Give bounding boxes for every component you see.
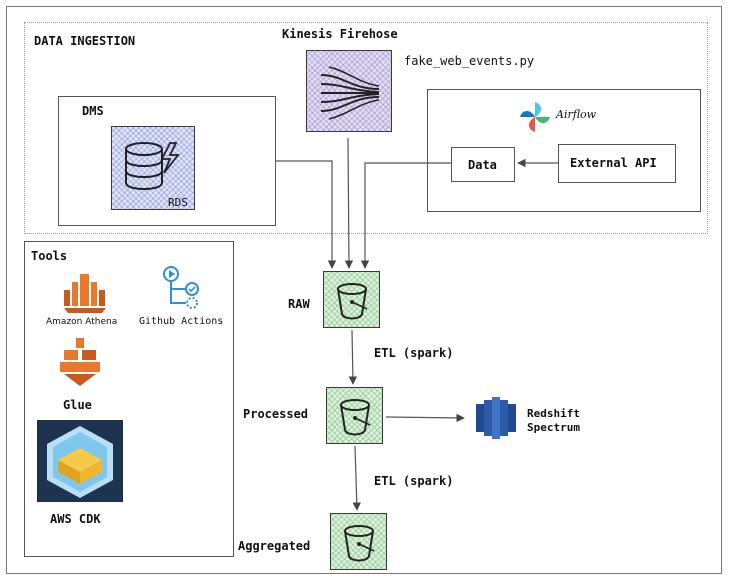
aws-cdk-icon bbox=[47, 426, 113, 498]
tools-title: Tools bbox=[31, 249, 68, 263]
raw-bucket-node bbox=[323, 271, 380, 328]
diagram-frame bbox=[6, 6, 722, 574]
aws-cdk-label: AWS CDK bbox=[50, 512, 101, 526]
processed-bucket-node bbox=[326, 387, 383, 444]
external-api-label: External API bbox=[570, 156, 657, 170]
rds-database-icon bbox=[125, 142, 180, 190]
data-node-label: Data bbox=[468, 158, 497, 172]
glue-label: Glue bbox=[63, 398, 92, 412]
etl-spark-label-2: ETL (spark) bbox=[374, 474, 454, 488]
tools-panel bbox=[24, 241, 234, 557]
etl-spark-label-1: ETL (spark) bbox=[374, 346, 454, 360]
kinesis-firehose-label: Kinesis Firehose bbox=[282, 27, 398, 41]
external-api-node bbox=[558, 144, 676, 183]
data-node bbox=[451, 147, 515, 182]
aggregated-label: Aggregated bbox=[238, 539, 311, 553]
processed-label: Processed bbox=[243, 407, 309, 421]
kinesis-firehose-icon bbox=[320, 66, 380, 120]
aws-glue-icon bbox=[60, 338, 100, 386]
dms-label: DMS bbox=[82, 104, 104, 118]
s3-bucket-icon bbox=[340, 399, 371, 436]
rds-label: RDS bbox=[168, 196, 188, 209]
aws-cdk-tile bbox=[37, 420, 123, 502]
fake-web-events-script-label: fake_web_events.py bbox=[404, 54, 535, 68]
s3-bucket-icon bbox=[344, 525, 375, 562]
s3-bucket-icon bbox=[337, 283, 368, 320]
rds-node bbox=[111, 126, 195, 210]
airflow-pinwheel-icon bbox=[520, 102, 550, 132]
aggregated-bucket-node bbox=[330, 513, 387, 570]
redshift-spectrum-icon bbox=[476, 397, 516, 439]
raw-label: RAW bbox=[288, 297, 310, 311]
data-ingestion-title: DATA INGESTION bbox=[34, 34, 136, 48]
amazon-athena-label: Amazon Athena bbox=[46, 317, 118, 327]
redshift-label-line1: Redshift bbox=[527, 407, 580, 420]
amazon-athena-icon bbox=[64, 274, 106, 313]
airflow-label: Airflow bbox=[556, 108, 597, 121]
redshift-label-line2: Spectrum bbox=[527, 421, 580, 434]
kinesis-firehose-node bbox=[306, 50, 392, 132]
github-actions-icon bbox=[163, 266, 199, 309]
github-actions-label: Github Actions bbox=[139, 316, 224, 327]
